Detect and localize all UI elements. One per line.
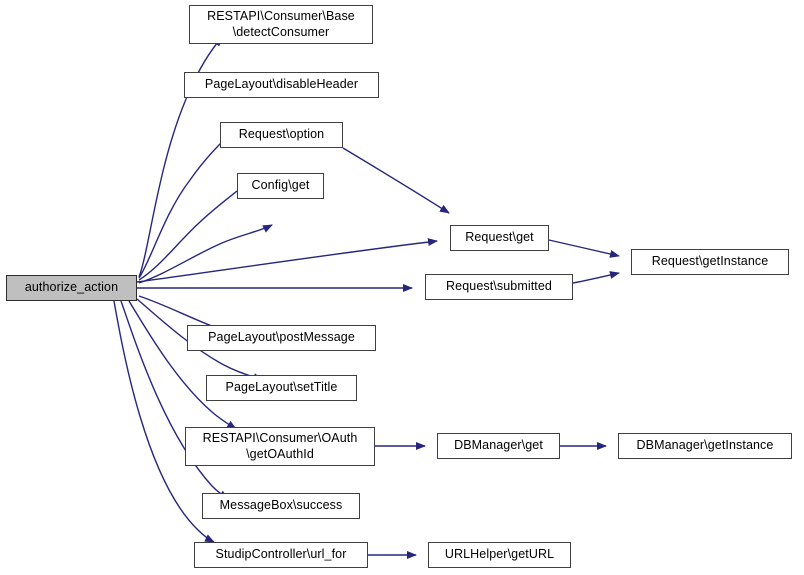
graph-node-urlFor[interactable]: StudipController\url_for	[194, 542, 368, 568]
graph-node-requestSubmitted[interactable]: Request\submitted	[425, 274, 573, 300]
graph-node-detectConsumer[interactable]: RESTAPI\Consumer\Base \detectConsumer	[189, 5, 373, 44]
graph-node-setTitle[interactable]: PageLayout\setTitle	[206, 375, 357, 401]
graph-node-messageBoxSuccess[interactable]: MessageBox\success	[202, 493, 360, 519]
graph-node-requestGetInstance[interactable]: Request\getInstance	[631, 249, 789, 275]
graph-node-disableHeader[interactable]: PageLayout\disableHeader	[184, 72, 379, 98]
graph-node-requestGet[interactable]: Request\get	[450, 225, 549, 251]
call-edge	[138, 224, 273, 284]
graph-node-requestOption[interactable]: Request\option	[220, 122, 343, 148]
graph-node-configGet[interactable]: Config\get	[237, 173, 324, 199]
graph-node-authorize_action[interactable]: authorize_action	[6, 275, 137, 301]
call-edge	[548, 239, 620, 258]
call-edge	[138, 126, 239, 279]
graph-node-getOAuthId[interactable]: RESTAPI\Consumer\OAuth \getOAuthId	[185, 427, 375, 466]
call-edge	[136, 238, 438, 283]
graph-node-getURL[interactable]: URLHelper\getURL	[428, 542, 571, 568]
call-edge	[128, 300, 237, 430]
graph-node-dbManagerGetInstance[interactable]: DBManager\getInstance	[618, 433, 792, 459]
call-edge	[572, 271, 620, 284]
graph-node-dbManagerGet[interactable]: DBManager\get	[437, 433, 560, 459]
graph-node-postMessage[interactable]: PageLayout\postMessage	[187, 325, 376, 351]
call-edge	[342, 147, 450, 214]
